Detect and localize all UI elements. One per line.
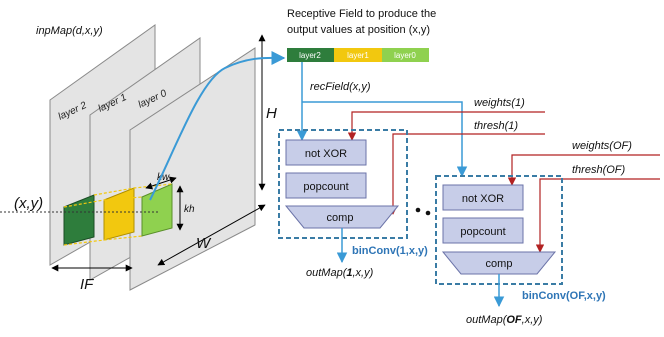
unitn-out-prefix: outMap( (466, 314, 508, 326)
recfield-label: recField(x,y) (310, 81, 371, 93)
kh-label: kh (184, 204, 195, 215)
receptive-title-2: output values at position (x,y) (287, 24, 430, 36)
bar-seg-layer0-label: layer0 (394, 51, 416, 60)
threshn-label: thresh(OF) (572, 164, 626, 176)
kw-arrow (145, 176, 177, 190)
thresh1-label: thresh(1) (474, 120, 518, 132)
weightsn-label: weights(OF) (572, 140, 632, 152)
unit1-out-prefix: outMap( (306, 267, 348, 279)
w-label: W (196, 235, 212, 252)
feed-line-to-unit-n (302, 101, 468, 178)
rf-dashed-bot (63, 235, 143, 246)
position-label: (x,y) (14, 195, 43, 212)
unit1-xor-label: not XOR (305, 148, 347, 160)
binconv-unit-of: not XOR popcount comp binConv(OF,x,y) ou… (435, 175, 606, 326)
unitn-popcount-label: popcount (460, 226, 505, 238)
unitn-comp-block (441, 251, 557, 275)
rf-dashed-top (63, 196, 143, 208)
unit1-out-suffix: ,x,y) (352, 267, 373, 279)
unitn-outmap-label: outMap(OF,x,y) (466, 314, 543, 326)
rf-to-bar-arrow (149, 50, 286, 201)
unitn-out-suffix: ,x,y) (522, 314, 543, 326)
unitn-xor-block (442, 184, 524, 211)
unit1-popcount-block (285, 172, 367, 199)
h-label: H (266, 105, 277, 122)
unitn-xor-label: not XOR (462, 193, 504, 205)
unitn-conv-label: binConv(OF,x,y) (522, 290, 606, 302)
ellipsis-dot-1 (415, 207, 421, 213)
unit1-out-bold: 1 (346, 267, 352, 279)
threshn-line (535, 178, 660, 253)
thresh1-line (388, 133, 545, 215)
unit1-xor-block (285, 139, 367, 166)
receptive-field-bar: Receptive Field to produce the output va… (287, 8, 436, 93)
bar-seg-layer2-label: layer2 (299, 51, 321, 60)
bar-seg-layer1-label: layer1 (347, 51, 369, 60)
unit1-dashed-box (278, 129, 408, 239)
input-layers: layer 2 layer 1 layer 0 (x,y) kw kh H W … (0, 24, 277, 293)
bar-seg-layer1 (334, 48, 382, 62)
unitn-popcount-block (442, 217, 524, 244)
receptive-title-1: Receptive Field to produce the (287, 8, 436, 20)
binconv-unit-1: not XOR popcount comp binConv(1,x,y) out… (278, 129, 428, 279)
weights1-label: weights(1) (474, 97, 525, 109)
ellipsis-dot-2 (425, 210, 431, 216)
inpmap-label: inpMap(d,x,y) (36, 25, 103, 37)
rf-layer2-face (63, 194, 95, 246)
rf-layer1-face (103, 187, 135, 241)
unit1-conv-label: binConv(1,x,y) (352, 245, 428, 257)
bar-seg-layer0 (382, 48, 429, 62)
unit1-comp-label: comp (327, 212, 354, 224)
unit1-outmap-label: outMap(1,x,y) (306, 267, 374, 279)
if-label: IF (80, 276, 94, 293)
unitn-out-bold: OF (506, 314, 522, 326)
unitn-comp-label: comp (486, 258, 513, 270)
unit1-popcount-label: popcount (303, 181, 348, 193)
w-arrow (157, 204, 266, 266)
unit1-comp-block (284, 205, 400, 229)
bar-seg-layer2 (287, 48, 334, 62)
